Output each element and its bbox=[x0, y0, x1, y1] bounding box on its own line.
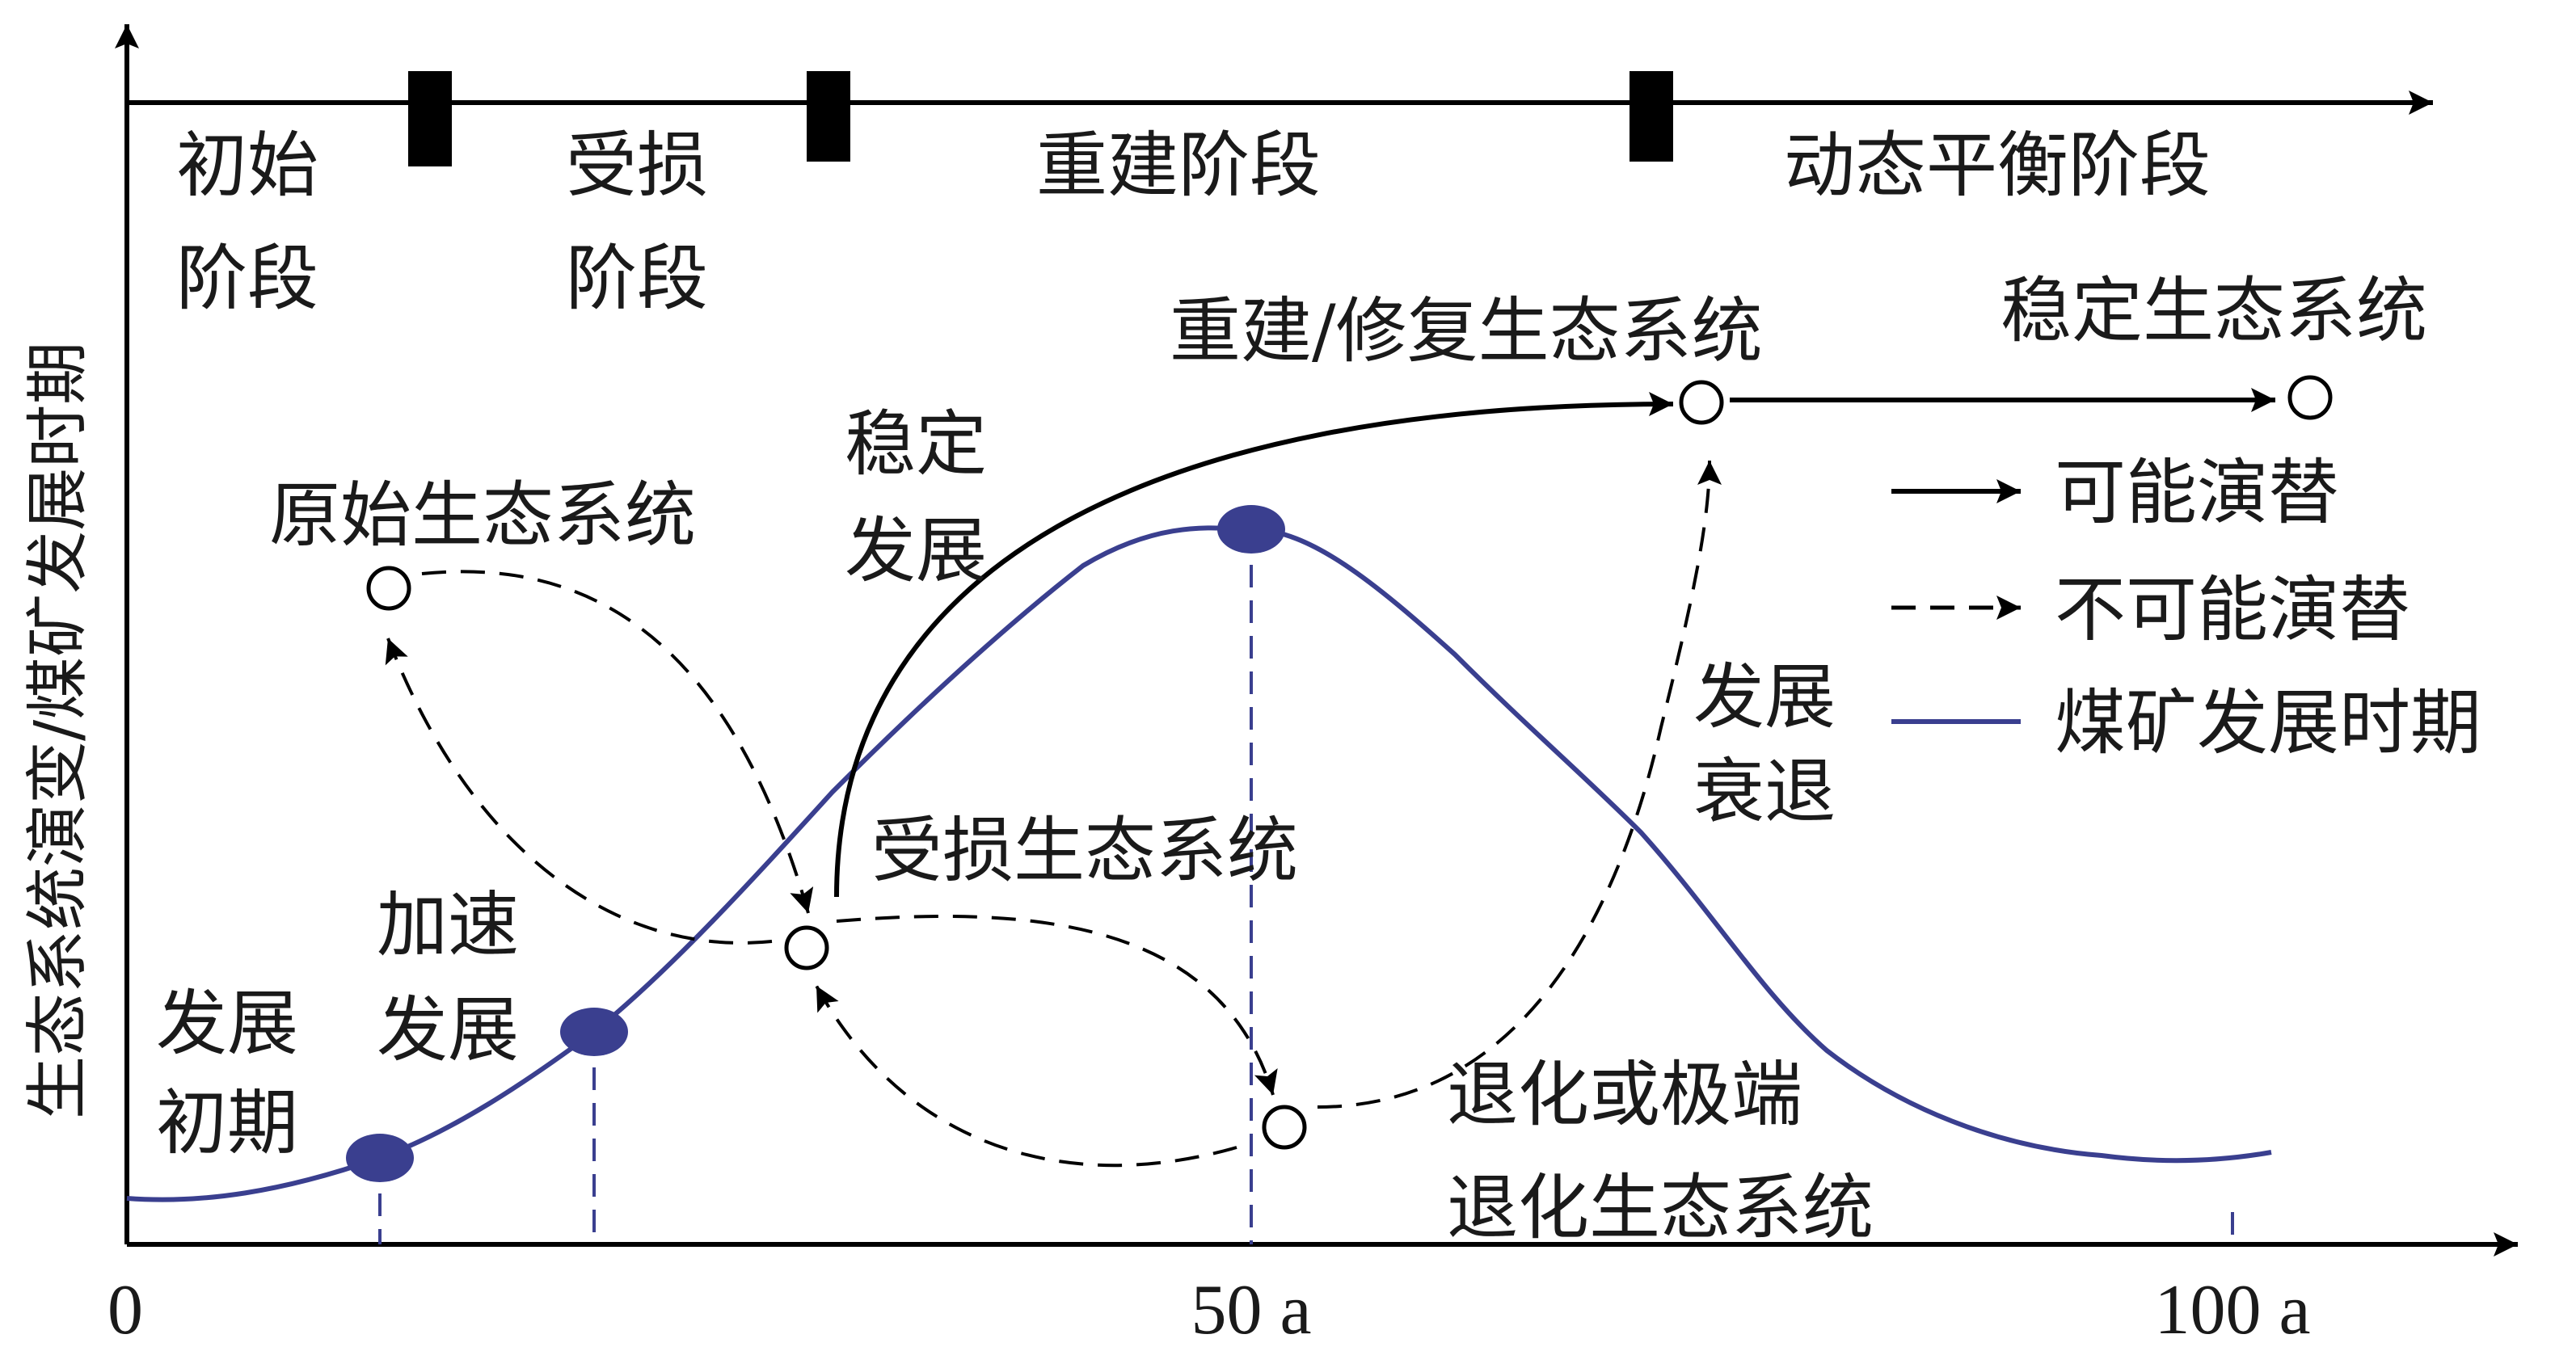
stage-damaged-line1: 受损 bbox=[566, 124, 708, 207]
node-damaged bbox=[784, 925, 829, 970]
phase-marker-early bbox=[346, 1134, 414, 1182]
legend-possible-label: 可能演替 bbox=[2055, 451, 2339, 534]
legend-mining-label: 煤矿发展时期 bbox=[2055, 681, 2481, 764]
stage-divider bbox=[1629, 71, 1673, 162]
phase-accel-line1: 加速 bbox=[377, 883, 519, 966]
phase-accel-line2: 发展 bbox=[377, 988, 519, 1071]
stage-initial-line1: 初始 bbox=[176, 124, 318, 207]
label-stable: 稳定生态系统 bbox=[2001, 269, 2427, 352]
phase-marker-stable bbox=[1217, 505, 1285, 554]
arrow-original-to-damaged bbox=[421, 570, 814, 914]
node-stable bbox=[2287, 375, 2333, 420]
phase-decline-line2: 衰退 bbox=[1693, 750, 1836, 833]
label-rebuilt: 重建/修复生态系统 bbox=[1170, 289, 1763, 373]
legend-impossible-label: 不可能演替 bbox=[2055, 568, 2410, 651]
label-damaged: 受损生态系统 bbox=[871, 809, 1298, 892]
x-tick-label: 0 bbox=[108, 1271, 143, 1347]
node-original bbox=[366, 566, 411, 611]
phase-early-line2: 初期 bbox=[156, 1081, 298, 1164]
arrow-damaged-to-degraded bbox=[836, 914, 1278, 1096]
phase-decline-line1: 发展 bbox=[1693, 655, 1836, 739]
stage-rebuild: 重建阶段 bbox=[1036, 124, 1321, 207]
x-tick-label: 50 a bbox=[1191, 1271, 1311, 1347]
phase-stable-line1: 稳定 bbox=[845, 402, 987, 486]
arrow-degraded-to-rebuilt bbox=[1317, 460, 1722, 1109]
label-degraded-line1: 退化或极端 bbox=[1447, 1053, 1802, 1136]
stage-initial-line2: 阶段 bbox=[176, 237, 318, 320]
label-degraded-line2: 退化生态系统 bbox=[1447, 1166, 1874, 1249]
phase-early-line1: 发展 bbox=[156, 982, 298, 1065]
legend: 可能演替 不可能演替 煤矿发展时期 bbox=[1891, 451, 2481, 764]
x-tick-label: 100 a bbox=[2154, 1271, 2310, 1347]
phase-marker-accel bbox=[560, 1008, 628, 1056]
arrow-damaged-to-original bbox=[385, 638, 773, 945]
axes bbox=[115, 24, 2518, 1256]
stage-divider bbox=[807, 71, 850, 162]
stage-equilibrium: 动态平衡阶段 bbox=[1784, 124, 2211, 207]
possible-arrows bbox=[834, 388, 2275, 898]
node-degraded bbox=[1262, 1105, 1307, 1150]
label-original: 原始生态系统 bbox=[269, 474, 696, 557]
phase-stable-line2: 发展 bbox=[845, 509, 987, 592]
stage-divider bbox=[408, 71, 452, 166]
node-rebuilt bbox=[1679, 380, 1724, 425]
stage-damaged-line2: 阶段 bbox=[566, 237, 708, 320]
arrow-degraded-to-damaged bbox=[815, 985, 1237, 1168]
impossible-arrows bbox=[385, 460, 1722, 1168]
y-axis-label: 生态系统演变/煤矿发展时期 bbox=[22, 342, 95, 1119]
arrow-damaged-to-rebuilt bbox=[834, 392, 1674, 898]
